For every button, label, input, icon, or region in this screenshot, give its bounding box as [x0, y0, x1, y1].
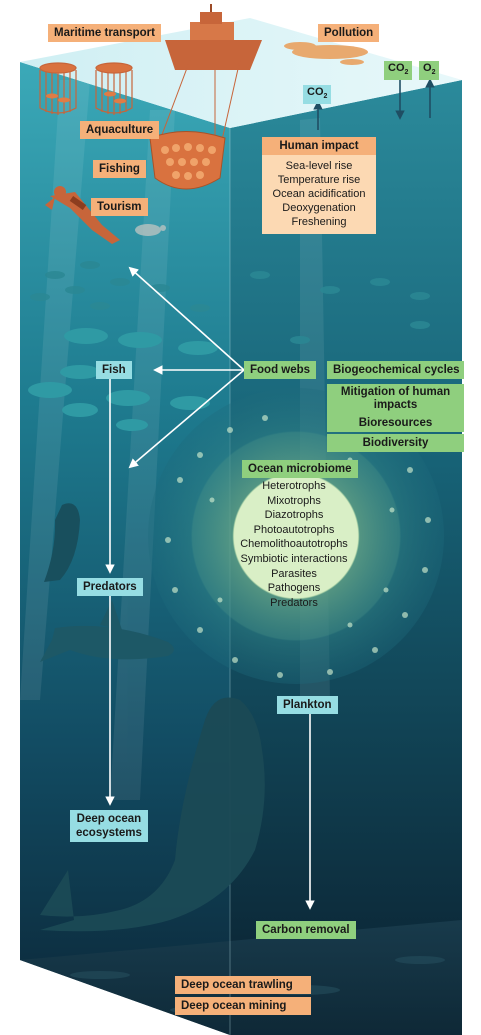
- plankton-label: Plankton: [277, 696, 338, 714]
- deep-ocean-ecosystems-line-1: Deep ocean: [76, 812, 142, 826]
- deep-ocean-ecosystems-label: Deep ocean ecosystems: [70, 810, 148, 842]
- co2-text: CO: [307, 86, 324, 98]
- deep-ocean-mining-label: Deep ocean mining: [175, 997, 311, 1015]
- impact-item: Ocean acidification: [264, 187, 374, 201]
- microbiome-item: Chemolithoautotrophs: [228, 537, 360, 552]
- microbiome-item: Pathogens: [228, 581, 360, 596]
- microbiome-item: Mixotrophs: [228, 494, 360, 509]
- biodiversity-label: Biodiversity: [327, 434, 464, 452]
- fish-label: Fish: [96, 361, 132, 379]
- biogeochemical-cycles-label: Biogeochemical cycles: [327, 361, 464, 379]
- mitigation-line-2: impacts: [333, 399, 458, 412]
- bioresources-label: Bioresources: [327, 414, 464, 432]
- microbiome-item: Predators: [228, 596, 360, 611]
- co2-uptake-label: CO2: [384, 61, 412, 80]
- co2-emission-label: CO2: [303, 85, 331, 104]
- microbiome-item: Photoautotrophs: [228, 523, 360, 538]
- microbiome-item: Diazotrophs: [228, 508, 360, 523]
- microbiome-list: Heterotrophs Mixotrophs Diazotrophs Phot…: [228, 479, 360, 610]
- microbiome-item: Parasites: [228, 567, 360, 582]
- aquaculture-label: Aquaculture: [80, 121, 159, 139]
- maritime-transport-label: Maritime transport: [48, 24, 161, 42]
- o2-subscript: 2: [432, 69, 436, 76]
- o2-text: O: [423, 62, 432, 74]
- microbiome-item: Heterotrophs: [228, 479, 360, 494]
- deep-ocean-ecosystems-line-2: ecosystems: [76, 826, 142, 840]
- fishing-net-icon: [150, 132, 225, 190]
- o2-label: O2: [419, 61, 439, 80]
- co2-subscript: 2: [405, 69, 409, 76]
- mitigation-line-1: Mitigation of human: [333, 386, 458, 399]
- ocean-microbiome-title: Ocean microbiome: [242, 460, 358, 478]
- human-impact-box: Human impact Sea-level rise Temperature …: [262, 137, 376, 234]
- pollution-label: Pollution: [318, 24, 379, 42]
- impact-item: Deoxygenation: [264, 201, 374, 215]
- fishing-label: Fishing: [93, 160, 146, 178]
- co2-subscript: 2: [324, 93, 328, 100]
- carbon-removal-label: Carbon removal: [256, 921, 356, 939]
- deep-ocean-trawling-label: Deep ocean trawling: [175, 976, 311, 994]
- microbiome-item: Symbiotic interactions: [228, 552, 360, 567]
- impact-item: Sea-level rise: [264, 159, 374, 173]
- impact-item: Temperature rise: [264, 173, 374, 187]
- impact-item: Freshening: [264, 215, 374, 229]
- mitigation-label: Mitigation of human impacts: [327, 384, 464, 414]
- predators-label: Predators: [77, 578, 143, 596]
- human-impact-title: Human impact: [262, 137, 376, 155]
- tourism-label: Tourism: [91, 198, 148, 216]
- food-webs-label: Food webs: [244, 361, 316, 379]
- co2-text: CO: [388, 62, 405, 74]
